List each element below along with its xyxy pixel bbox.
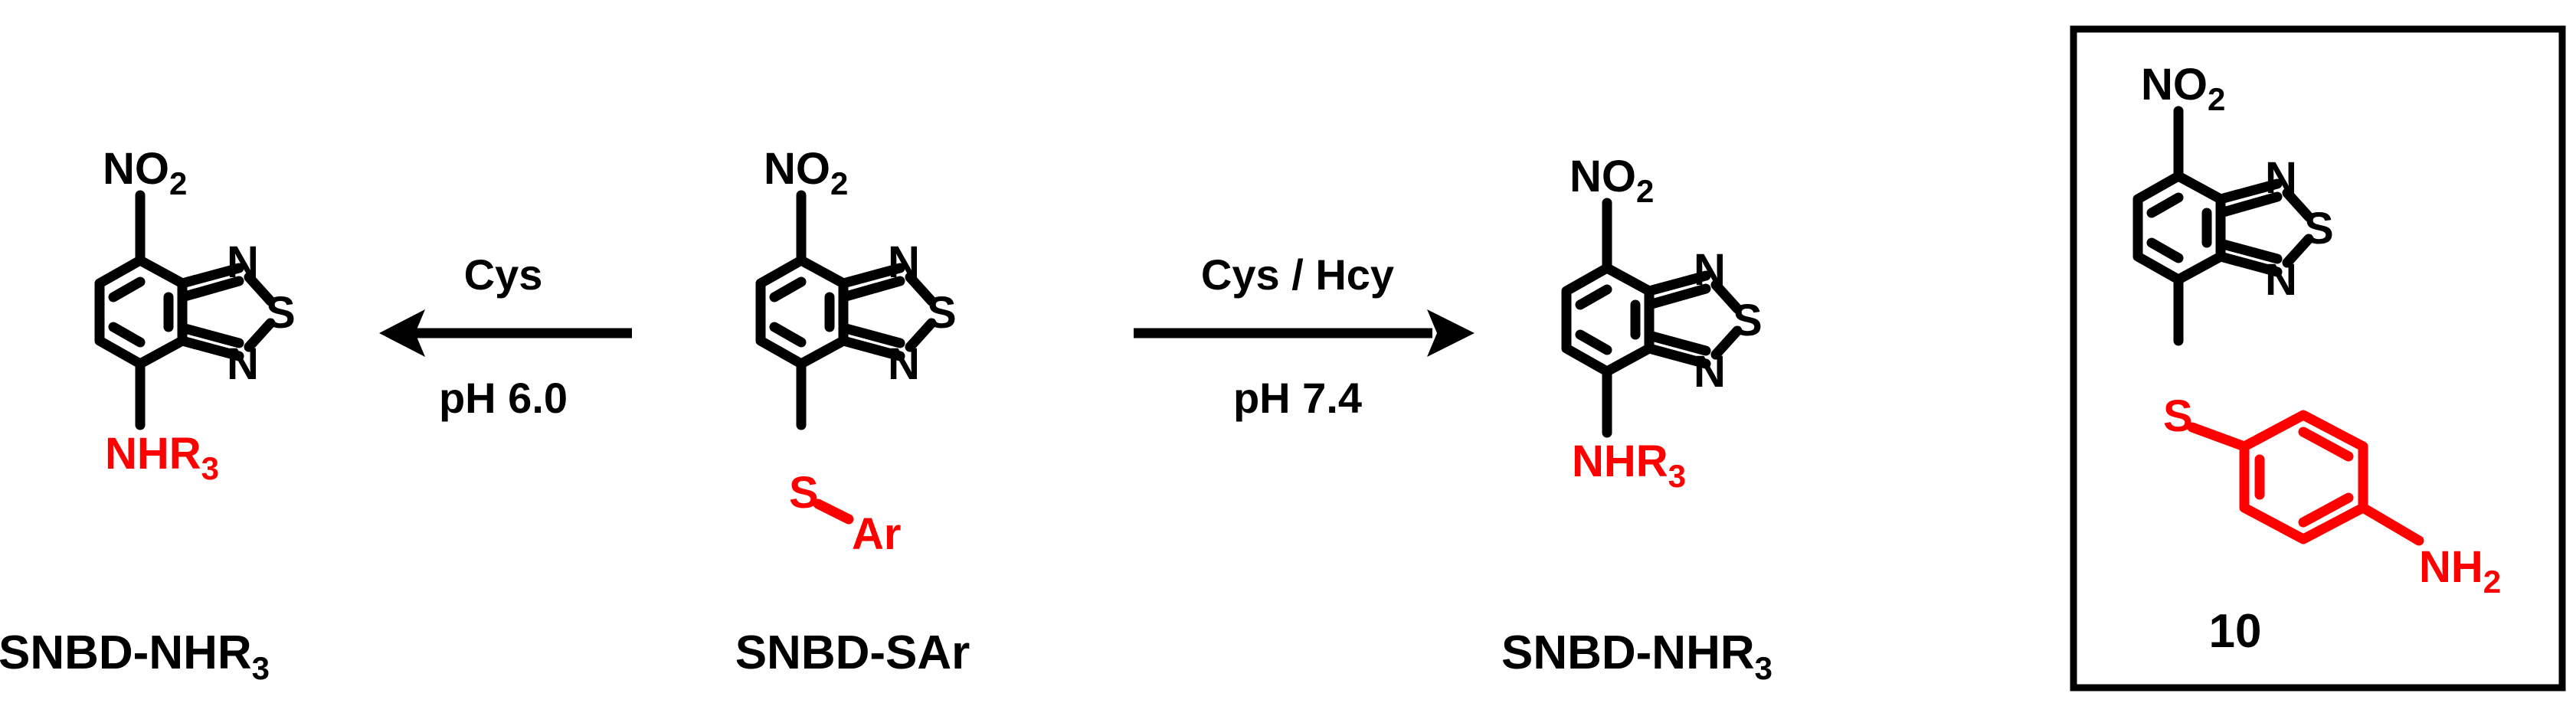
nitro-label: NO bbox=[764, 144, 830, 194]
nitro-subscript: 2 bbox=[1636, 173, 1654, 209]
compound-10-structure: NO2 N S N bbox=[2132, 60, 2334, 346]
nitro-label: NO bbox=[2141, 60, 2208, 110]
compound-10-amine-label: NH bbox=[2419, 542, 2483, 592]
n-atom-top: N bbox=[1694, 245, 1726, 295]
n-atom-top: N bbox=[2265, 153, 2297, 203]
aminophenyl-group bbox=[2187, 410, 2424, 546]
amine-subscript: 3 bbox=[201, 450, 219, 486]
nitro-label: NO bbox=[1569, 152, 1636, 201]
svg-text:SNBD-NHR3: SNBD-NHR3 bbox=[0, 626, 270, 686]
starting-material-structure: NO2 N S N S Ar bbox=[755, 144, 957, 559]
nitro-subscript: 2 bbox=[830, 165, 848, 201]
n-atom-top: N bbox=[888, 237, 920, 287]
starting-material-caption: SNBD-SAr bbox=[735, 626, 971, 679]
left-product-structure: NO2 N S N NHR3 bbox=[94, 144, 296, 486]
svg-text:NO2: NO2 bbox=[103, 144, 187, 201]
left-arrow bbox=[379, 309, 632, 357]
nitro-label: NO bbox=[103, 144, 169, 194]
thioether-s-atom: S bbox=[789, 468, 819, 518]
svg-text:NHR3: NHR3 bbox=[1572, 437, 1686, 494]
nitro-subscript: 2 bbox=[2208, 81, 2225, 117]
right-arrow-reagent: Cys / Hcy bbox=[1201, 250, 1394, 299]
right-product-structure: NO2 N S N NHR3 bbox=[1561, 152, 1763, 494]
svg-text:NH2: NH2 bbox=[2419, 542, 2501, 600]
compound-10-s-atom: S bbox=[2163, 391, 2193, 441]
left-arrow-condition: pH 6.0 bbox=[439, 374, 568, 422]
svg-text:NO2: NO2 bbox=[1569, 152, 1654, 209]
left-arrow-reagent: Cys bbox=[464, 250, 543, 299]
compound-10-amine-subscript: 2 bbox=[2483, 564, 2501, 600]
right-arrow-condition: pH 7.4 bbox=[1233, 374, 1362, 422]
aryl-label: Ar bbox=[852, 509, 901, 559]
n-atom-bottom: N bbox=[888, 339, 920, 389]
s-atom: S bbox=[2304, 204, 2334, 253]
compound-10-label: 10 bbox=[2209, 605, 2262, 658]
right-arrow bbox=[1134, 309, 1475, 357]
right-product-caption: SNBD-NHR bbox=[1501, 626, 1755, 679]
compound-10-box bbox=[2070, 25, 2566, 692]
amine-label: NHR bbox=[1572, 437, 1668, 486]
nitro-subscript: 2 bbox=[169, 165, 187, 201]
s-atom: S bbox=[266, 288, 296, 338]
n-atom-bottom: N bbox=[227, 339, 259, 389]
svg-text:NO2: NO2 bbox=[2141, 60, 2225, 117]
amine-subscript: 3 bbox=[1668, 458, 1686, 494]
left-product-caption: SNBD-NHR bbox=[0, 626, 252, 679]
n-atom-bottom: N bbox=[2265, 255, 2297, 305]
svg-text:NO2: NO2 bbox=[764, 144, 848, 201]
right-product-caption-subscript: 3 bbox=[1755, 650, 1772, 686]
s-atom: S bbox=[1733, 296, 1763, 345]
n-atom-top: N bbox=[227, 237, 259, 287]
n-atom-bottom: N bbox=[1694, 347, 1726, 397]
s-atom: S bbox=[927, 288, 957, 338]
amine-label: NHR bbox=[105, 429, 201, 479]
svg-text:SNBD-NHR3: SNBD-NHR3 bbox=[1501, 626, 1772, 686]
svg-text:NHR3: NHR3 bbox=[105, 429, 219, 486]
left-product-caption-subscript: 3 bbox=[252, 650, 270, 686]
